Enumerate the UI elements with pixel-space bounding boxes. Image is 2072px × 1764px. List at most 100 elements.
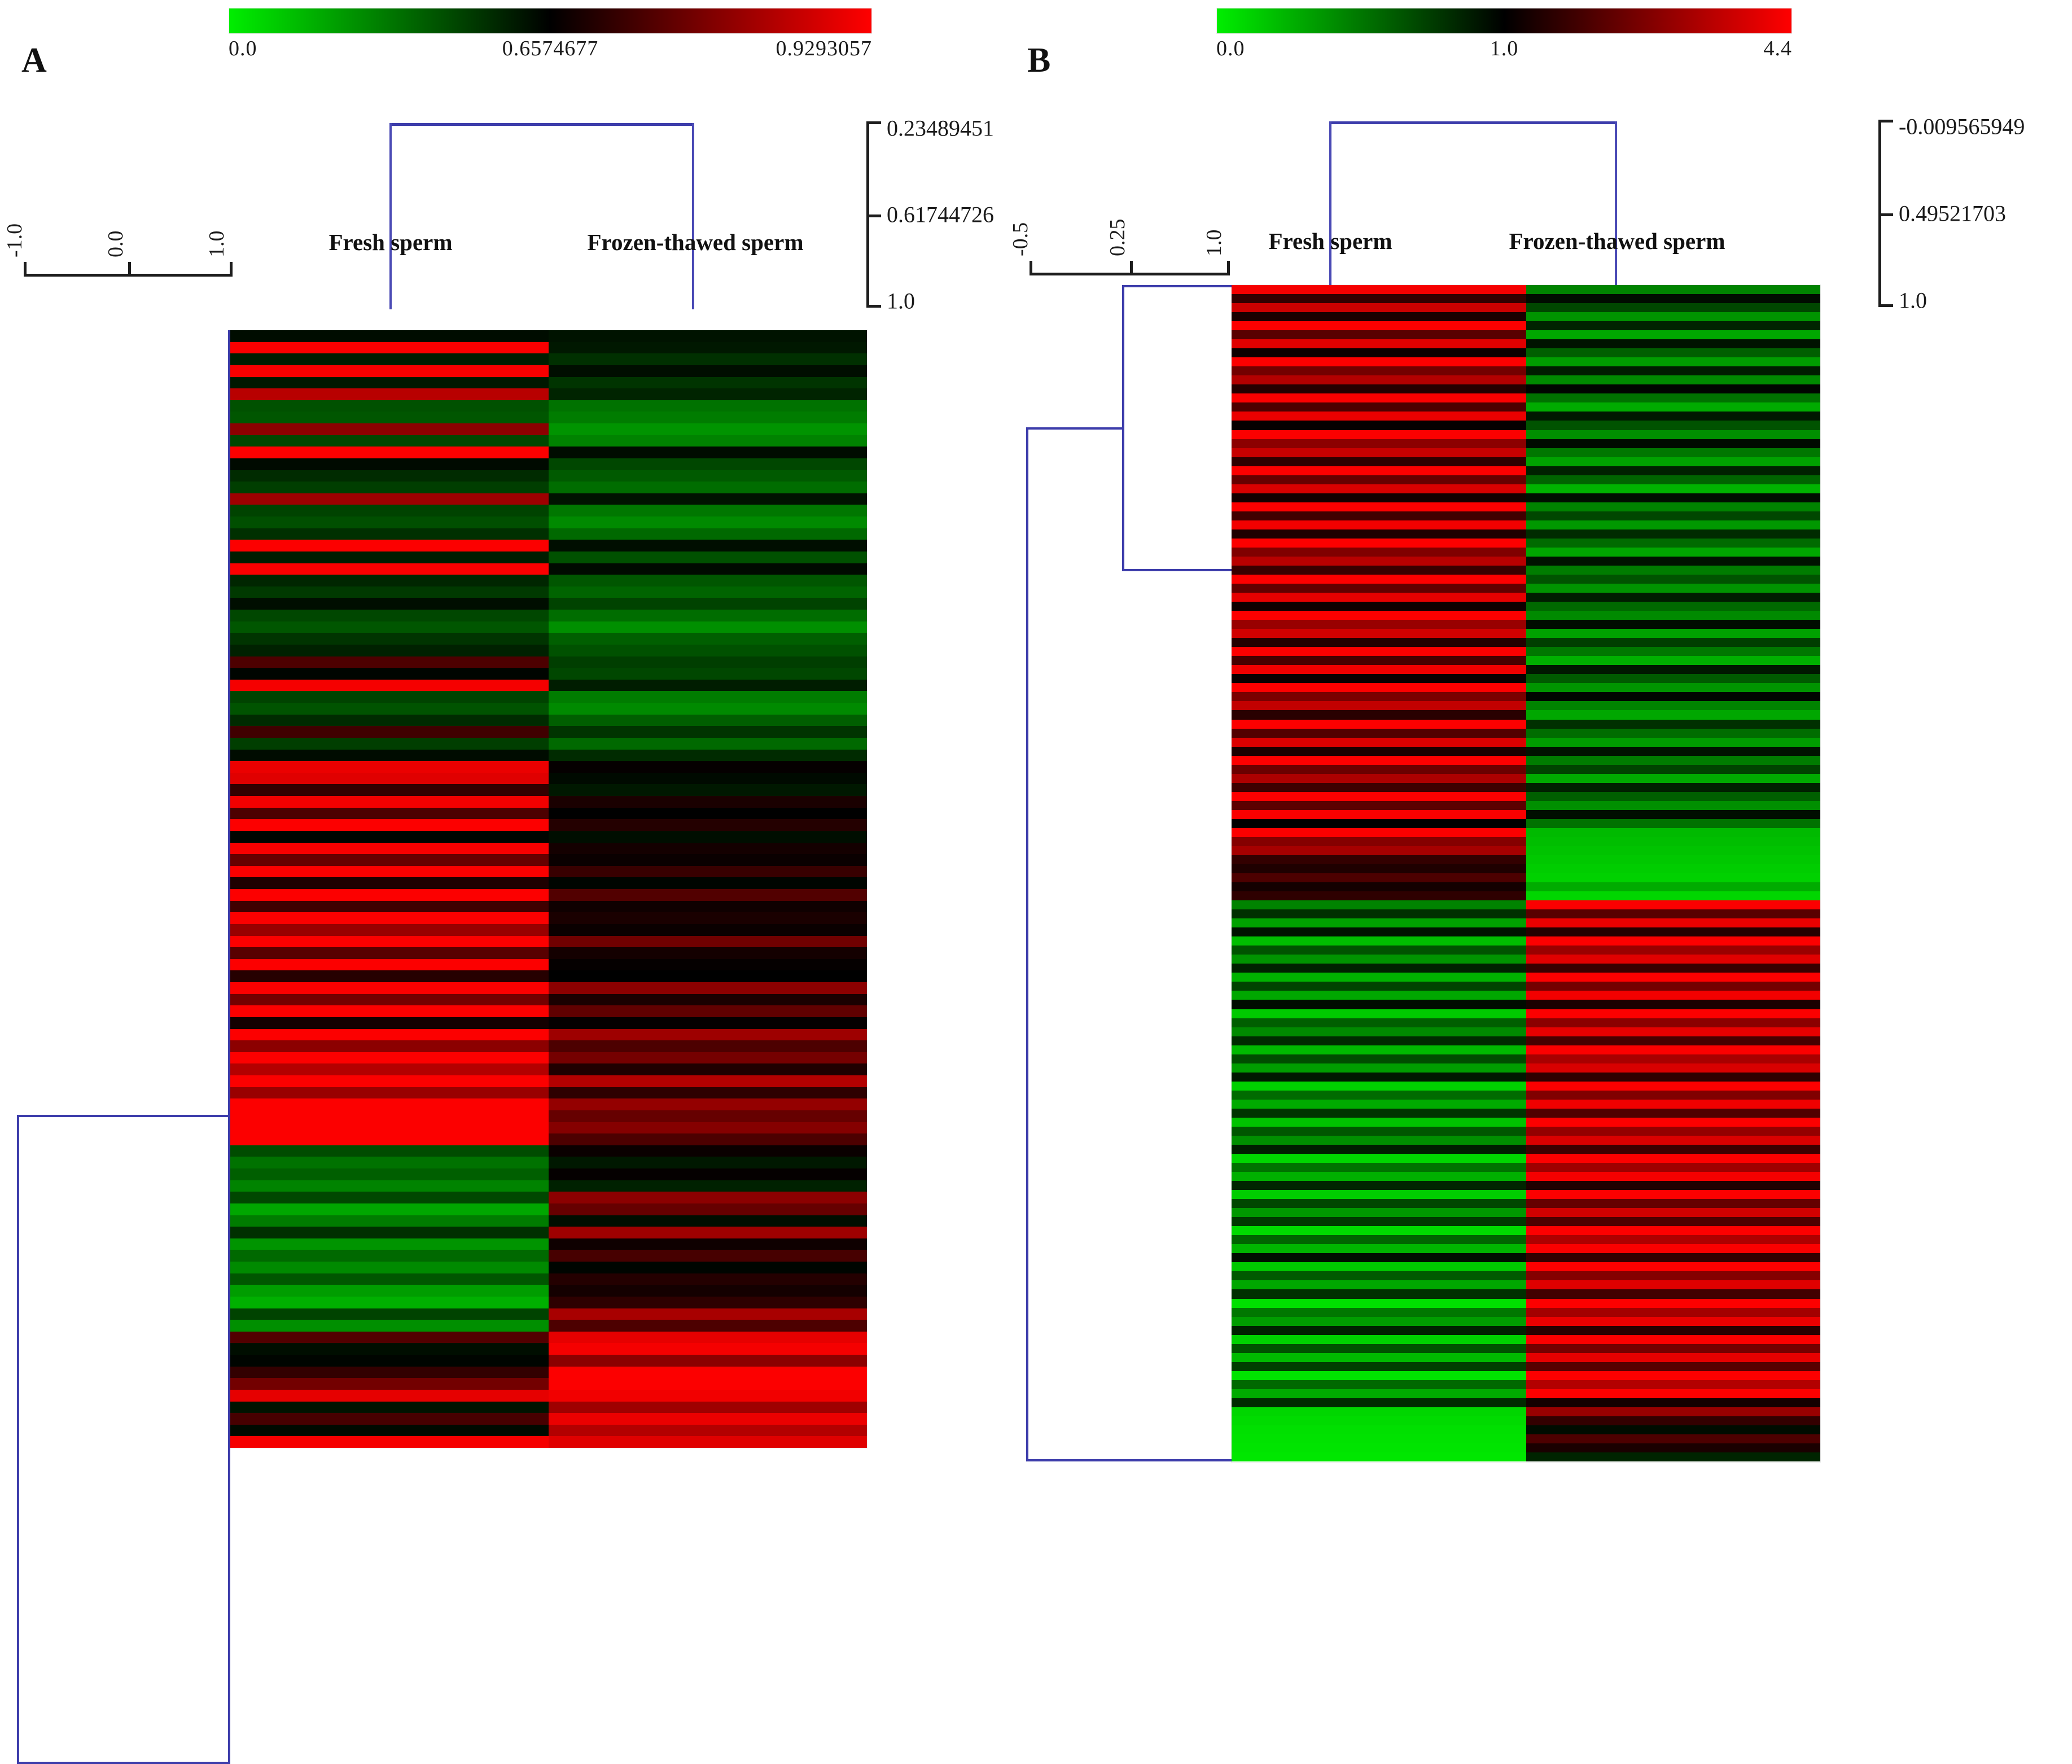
panel-a-column-label-fresh: Fresh sperm	[328, 229, 453, 255]
heatmap-row	[230, 1098, 867, 1110]
heatmap-cell	[1526, 964, 1820, 973]
heatmap-cell	[1232, 375, 1526, 385]
heatmap-cell	[1232, 1217, 1526, 1227]
color-gradient-bar	[1216, 8, 1792, 34]
heatmap-row	[1232, 737, 1820, 747]
axis-label-1: 0.49521703	[1899, 200, 2006, 226]
heatmap-cell	[230, 1296, 549, 1308]
heatmap-cell	[230, 1343, 549, 1355]
heatmap-cell	[1232, 946, 1526, 955]
row-dend-spine	[17, 1115, 19, 1764]
heatmap-cell	[549, 563, 867, 575]
heatmap-cell	[1526, 339, 1820, 349]
heatmap-cell	[1526, 782, 1820, 792]
heatmap-cell	[1526, 620, 1820, 629]
heatmap-cell	[1232, 1253, 1526, 1263]
heatmap-row	[1232, 439, 1820, 448]
heatmap-cell	[1526, 402, 1820, 412]
heatmap-cell	[1232, 746, 1526, 756]
axis-tick-0	[866, 121, 881, 124]
heatmap-cell	[549, 1250, 867, 1262]
heatmap-cell	[1232, 647, 1526, 656]
heatmap-cell	[1526, 1036, 1820, 1045]
panel-b-row-dendrogram	[1022, 285, 1236, 1462]
heatmap-cell	[230, 1355, 549, 1367]
heatmap-row	[230, 830, 867, 843]
heatmap-row	[1232, 828, 1820, 837]
heatmap-cell	[1232, 936, 1526, 946]
heatmap-cell	[1232, 1154, 1526, 1163]
heatmap-cell	[230, 958, 549, 971]
panel-a-letter: A	[21, 41, 47, 80]
heatmap-cell	[1526, 683, 1820, 693]
heatmap-cell	[230, 400, 549, 412]
heatmap-cell	[549, 470, 867, 482]
heatmap-cell	[549, 923, 867, 936]
heatmap-cell	[1232, 330, 1526, 340]
heatmap-cell	[1232, 1163, 1526, 1172]
heatmap-cell	[1232, 1208, 1526, 1218]
heatmap-row	[230, 1331, 867, 1343]
panel-a-heatmap[interactable]	[230, 330, 867, 1448]
heatmap-cell	[549, 365, 867, 377]
heatmap-cell	[1526, 1090, 1820, 1100]
heatmap-row	[1232, 900, 1820, 910]
heatmap-cell	[1526, 1045, 1820, 1054]
heatmap-cell	[230, 1424, 549, 1437]
heatmap-cell	[230, 889, 549, 901]
heatmap-row	[1232, 529, 1820, 539]
heatmap-row	[1232, 1009, 1820, 1018]
heatmap-cell	[1232, 493, 1526, 502]
heatmap-cell	[1232, 1352, 1526, 1362]
heatmap-cell	[1526, 647, 1820, 656]
heatmap-row	[230, 714, 867, 726]
heatmap-cell	[549, 423, 867, 435]
heatmap-cell	[1526, 1271, 1820, 1281]
axis-tick-2	[1878, 304, 1893, 307]
heatmap-cell	[549, 1308, 867, 1320]
heatmap-cell	[549, 1122, 867, 1134]
heatmap-row	[1232, 864, 1820, 874]
heatmap-row	[1232, 538, 1820, 548]
heatmap-row	[230, 342, 867, 354]
heatmap-row	[230, 1308, 867, 1320]
heatmap-cell	[1526, 1407, 1820, 1416]
panel-b-heatmap[interactable]	[1232, 285, 1820, 1462]
heatmap-cell	[1526, 891, 1820, 901]
heatmap-row	[230, 447, 867, 458]
heatmap-cell	[1232, 973, 1526, 982]
heatmap-row	[1232, 1054, 1820, 1063]
axis-label-0: -1.0	[3, 223, 27, 257]
heatmap-row	[230, 761, 867, 773]
heatmap-cell	[549, 330, 867, 342]
heatmap-row	[1232, 964, 1820, 973]
heatmap-cell	[549, 737, 867, 750]
row-dend-root-lower	[1026, 1459, 1233, 1461]
heatmap-row	[230, 1028, 867, 1041]
heatmap-cell	[230, 854, 549, 866]
heatmap-cell	[230, 458, 549, 470]
panel-a-column-label-frozen: Frozen-thawed sperm	[587, 229, 804, 255]
heatmap-row	[1232, 692, 1820, 702]
heatmap-cell	[1526, 611, 1820, 620]
heatmap-row	[230, 633, 867, 645]
heatmap-row	[230, 540, 867, 551]
row-dend-root-upper	[1026, 427, 1123, 430]
heatmap-row	[230, 528, 867, 540]
heatmap-cell	[1232, 421, 1526, 430]
heatmap-cell	[1232, 1108, 1526, 1118]
heatmap-cell	[1232, 602, 1526, 611]
heatmap-row	[230, 1378, 867, 1390]
heatmap-cell	[230, 1075, 549, 1087]
heatmap-cell	[1526, 1072, 1820, 1082]
heatmap-row	[1232, 1334, 1820, 1344]
heatmap-cell	[1232, 800, 1526, 810]
heatmap-cell	[1232, 1398, 1526, 1407]
heatmap-cell	[230, 935, 549, 948]
heatmap-cell	[1526, 991, 1820, 1000]
heatmap-cell	[230, 1401, 549, 1413]
heatmap-cell	[1232, 402, 1526, 412]
heatmap-cell	[549, 586, 867, 598]
legend-tick-max: 0.9293057	[776, 37, 872, 60]
heatmap-row	[1232, 430, 1820, 439]
